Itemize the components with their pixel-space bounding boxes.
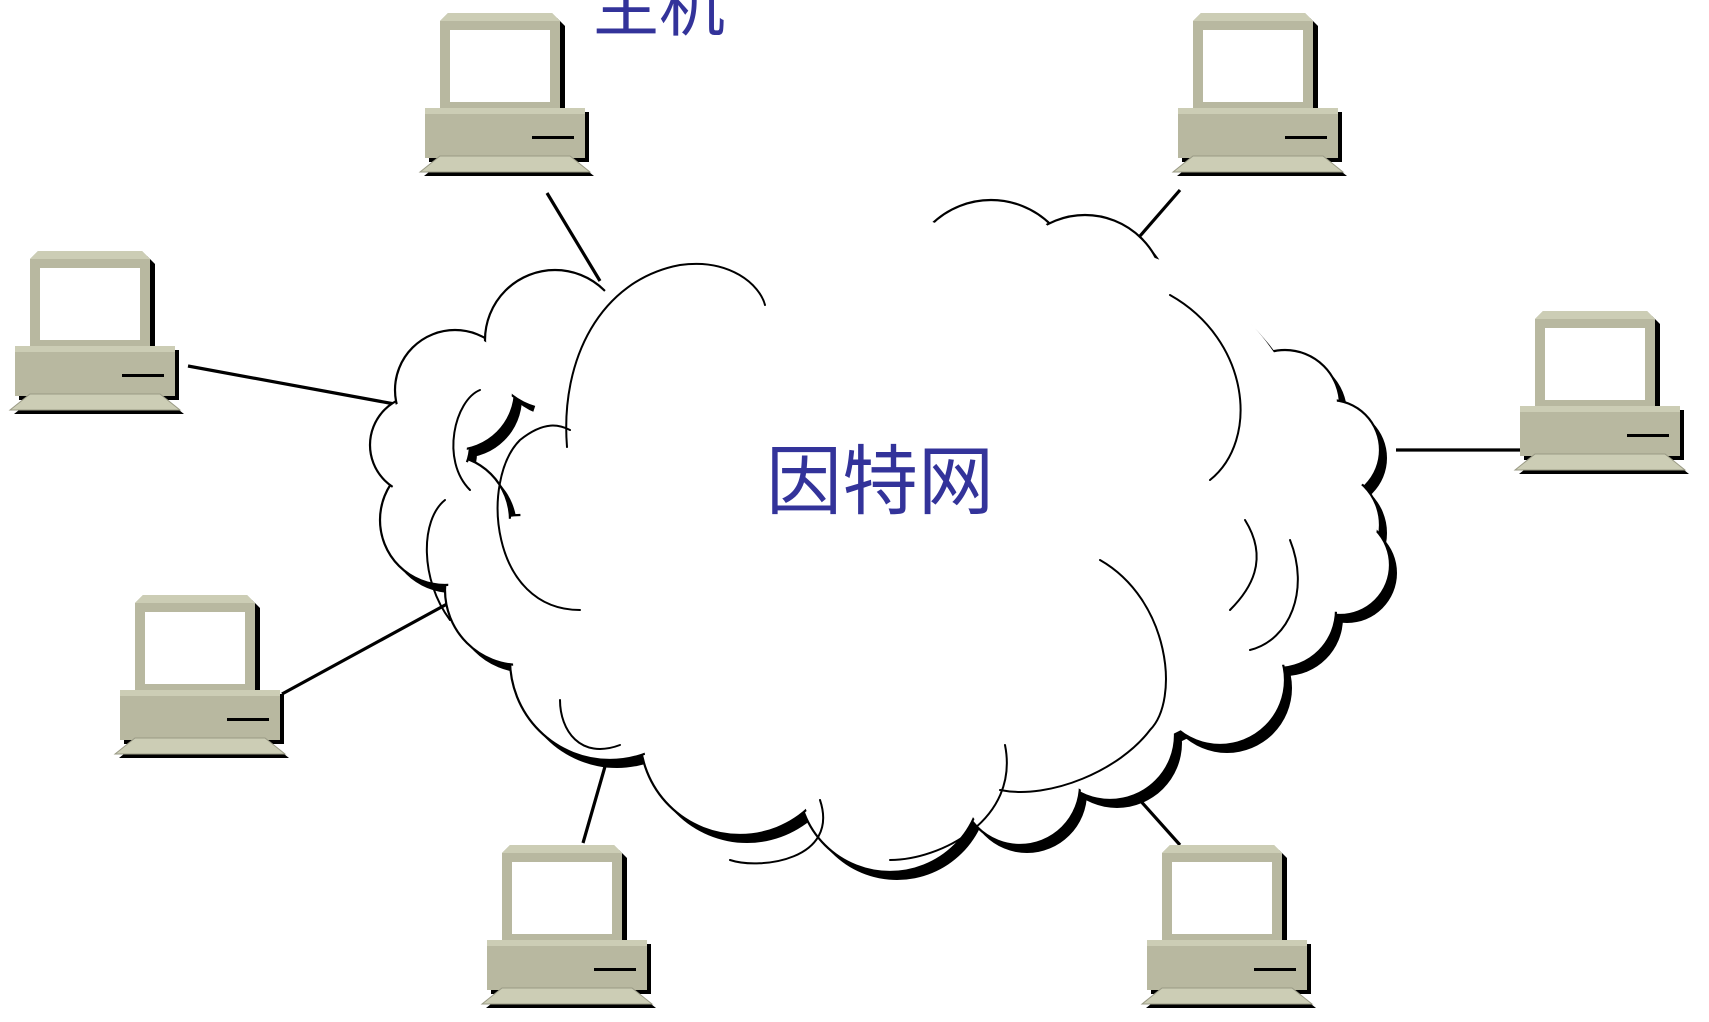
link-bottom-right [1136,796,1182,847]
link-top-right [1138,188,1182,238]
link-top-left [545,192,602,282]
internet-label: 因特网 [766,437,994,526]
host-label: 主机 [593,0,725,46]
host-computer-top-right [1172,12,1348,177]
host-computer-top-left [419,12,595,177]
host-computer-left [9,250,185,415]
link-lower-left [281,596,459,696]
link-bottom-left [581,762,608,844]
internet-cloud [368,198,1397,880]
host-computer-bottom-right [1141,844,1317,1009]
host-computer-bottom-left [481,844,657,1009]
host-computer-right [1514,310,1690,475]
link-left [187,364,401,407]
network-links [187,188,1523,847]
host-computer-lower-left [114,594,290,759]
